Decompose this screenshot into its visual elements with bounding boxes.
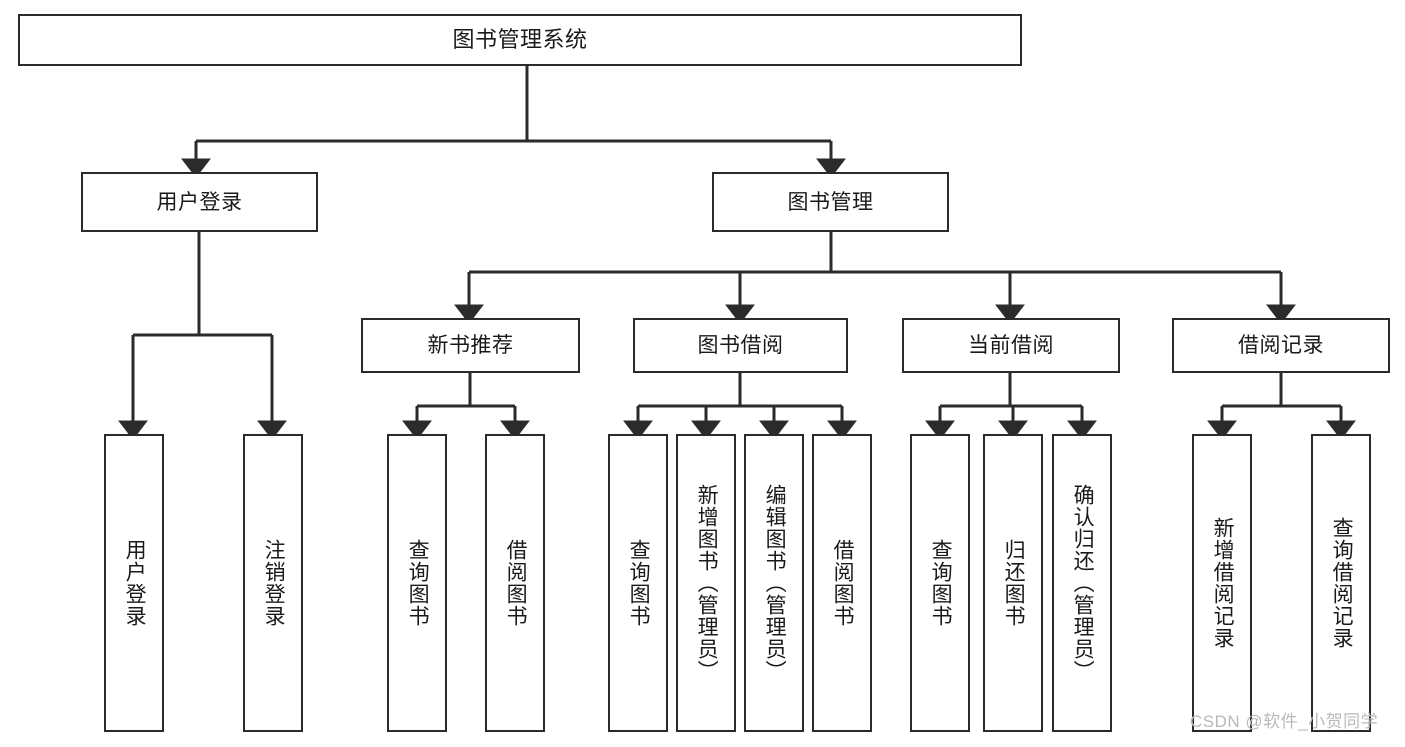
node-book-borrow[interactable]: 图书借阅 xyxy=(633,318,848,373)
node-label: 新增图书（管理员） xyxy=(695,484,719,682)
node-new-book-recommend[interactable]: 新书推荐 xyxy=(361,318,580,373)
leaf-add-book-admin[interactable]: 新增图书（管理员） xyxy=(676,434,736,732)
node-label: 图书借阅 xyxy=(697,334,784,357)
leaf-return-book[interactable]: 归还图书 xyxy=(983,434,1043,732)
node-label: 新书推荐 xyxy=(427,334,514,357)
leaf-logout[interactable]: 注销登录 xyxy=(243,434,303,732)
leaf-query-book-borrow[interactable]: 查询图书 xyxy=(608,434,668,732)
leaf-add-borrow-record[interactable]: 新增借阅记录 xyxy=(1192,434,1252,732)
leaf-query-borrow-record[interactable]: 查询借阅记录 xyxy=(1311,434,1371,732)
node-label: 借阅图书 xyxy=(504,539,528,627)
node-label: 图书管理 xyxy=(787,190,874,214)
node-user-login[interactable]: 用户登录 xyxy=(81,172,318,232)
leaf-user-login[interactable]: 用户登录 xyxy=(104,434,164,732)
node-label: 用户登录 xyxy=(123,539,147,627)
node-label: 查询图书 xyxy=(929,539,953,627)
leaf-borrow-book[interactable]: 借阅图书 xyxy=(812,434,872,732)
node-label: 新增借阅记录 xyxy=(1211,517,1235,649)
node-label: 当前借阅 xyxy=(968,334,1054,357)
leaf-query-book-recommend[interactable]: 查询图书 xyxy=(387,434,447,732)
leaf-edit-book-admin[interactable]: 编辑图书（管理员） xyxy=(744,434,804,732)
watermark-text: CSDN @软件_小贺同学 xyxy=(1190,712,1379,731)
node-label: 归还图书 xyxy=(1002,539,1026,627)
node-label: 借阅记录 xyxy=(1238,334,1324,357)
leaf-borrow-book-recommend[interactable]: 借阅图书 xyxy=(485,434,545,732)
node-label: 查询图书 xyxy=(406,539,430,627)
node-label: 图书管理系统 xyxy=(452,27,588,52)
node-label: 查询借阅记录 xyxy=(1330,517,1354,649)
node-label: 查询图书 xyxy=(627,539,651,627)
node-root-book-management-system[interactable]: 图书管理系统 xyxy=(18,14,1022,66)
node-label: 用户登录 xyxy=(156,190,243,214)
node-label: 借阅图书 xyxy=(831,539,855,627)
node-label: 注销登录 xyxy=(262,539,286,627)
node-label: 编辑图书（管理员） xyxy=(763,484,787,682)
node-borrow-record[interactable]: 借阅记录 xyxy=(1172,318,1390,373)
node-current-borrow[interactable]: 当前借阅 xyxy=(902,318,1120,373)
node-book-management[interactable]: 图书管理 xyxy=(712,172,949,232)
leaf-confirm-return-admin[interactable]: 确认归还（管理员） xyxy=(1052,434,1112,732)
leaf-query-book-current[interactable]: 查询图书 xyxy=(910,434,970,732)
node-label: 确认归还（管理员） xyxy=(1071,484,1095,682)
